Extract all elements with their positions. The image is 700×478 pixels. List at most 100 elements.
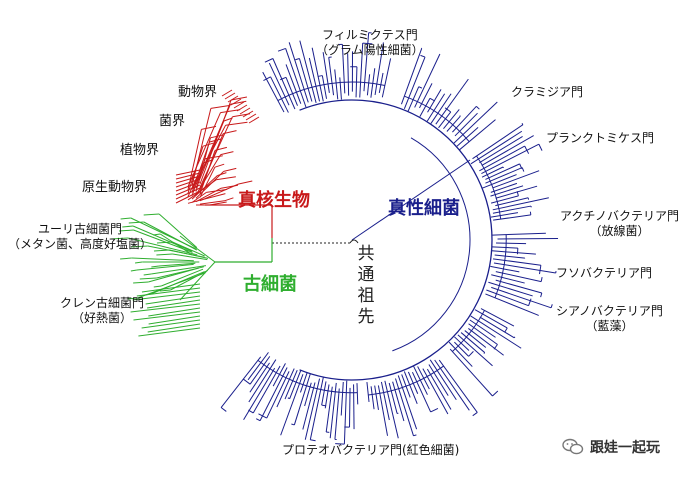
archaea-leaf — [143, 273, 152, 276]
eukarya-leaf — [213, 193, 226, 198]
bacteria-leaf — [308, 57, 321, 102]
bacteria-main-arc — [299, 99, 493, 381]
bacteria-leaf — [472, 412, 478, 417]
archaea-leaf — [139, 277, 157, 280]
bacteria-leaf — [335, 443, 345, 445]
eukarya-leaf — [175, 172, 201, 180]
bacteria-leaf — [395, 378, 414, 436]
archaea-leaf — [151, 265, 160, 268]
bacteria-leaf — [479, 145, 525, 172]
eukarya-leaf — [220, 184, 238, 189]
bacteria-leaf — [366, 74, 371, 96]
archaea-leaf — [138, 327, 201, 337]
bacteria-leaf — [438, 359, 478, 413]
bacteria-cluster-arc — [404, 95, 470, 142]
domain-archaea: 古細菌 — [243, 274, 297, 295]
bacteria-leaf — [420, 54, 426, 58]
bacteria-leaf — [438, 111, 452, 129]
bacteria-leaf — [495, 279, 542, 294]
bacteria-leaf — [359, 43, 364, 98]
bacteria-leaf — [381, 58, 392, 98]
bacteria-leaf — [270, 76, 289, 113]
bacteria-leaf — [277, 47, 286, 52]
eukarya-leaf — [210, 134, 224, 139]
bacteria-leaf — [397, 375, 418, 430]
bacteria-leaf — [380, 381, 390, 421]
bacteria-leaf — [298, 58, 313, 102]
bacteria-leaf — [468, 351, 474, 357]
bacteria-leaf — [485, 167, 523, 184]
bacteria-leaf — [490, 265, 520, 273]
bacteria-leaf — [287, 397, 290, 400]
bacteria-leaf — [347, 53, 350, 96]
eukarya-leaf — [216, 176, 236, 181]
archaea-leaf — [127, 297, 138, 300]
eukarya-leaf — [248, 116, 260, 124]
bacteria-leaf — [485, 293, 539, 316]
bacteria-leaf — [255, 418, 261, 422]
bacteria-leaf — [417, 366, 430, 390]
bacteria-leaf — [321, 404, 327, 407]
bacteria-leaf — [322, 52, 330, 93]
eukarya-leaf — [217, 172, 227, 177]
label-fusobacteria: フソバクテリア門 — [556, 266, 653, 280]
bacteria-leaf — [419, 98, 431, 117]
eukarya-leaf — [191, 191, 207, 203]
bacteria-leaf — [430, 407, 439, 413]
archaea-leaf — [137, 272, 206, 299]
domain-bacteria: 真性細菌 — [388, 198, 460, 219]
eukarya-leaf — [220, 151, 234, 156]
archaea-leaf — [128, 237, 198, 256]
eukarya-leaf — [175, 190, 201, 204]
eukarya-leaf — [209, 138, 222, 143]
bacteria-leaf — [490, 195, 519, 204]
eukarya-leaf — [175, 184, 201, 196]
label-cyanobacteria: シアノバクテリア門 （藍藻） — [556, 304, 663, 333]
bacteria-leaf — [459, 115, 461, 117]
bacteria-leaf — [413, 434, 417, 437]
label-proteobacteria: プロテオバクテリア門(紅色細菌) — [282, 443, 460, 457]
bacteria-leaf — [429, 359, 457, 401]
eukarya-leaf — [236, 104, 248, 112]
bacteria-cluster-arc — [257, 359, 358, 394]
eukarya-leaf — [175, 178, 201, 188]
eukarya-leaf — [195, 154, 222, 196]
bacteria-leaf — [247, 352, 269, 381]
archaea-leaf — [156, 241, 173, 244]
bacteria-leaf — [334, 388, 340, 440]
bacteria-leaf — [453, 101, 498, 144]
label-fungi: 菌界 — [159, 114, 186, 129]
eukarya-leaf — [242, 110, 254, 118]
watermark-text: 跟娃一起玩 — [590, 440, 660, 456]
bacteria-leaf — [249, 362, 270, 393]
bacteria-leaf — [449, 348, 493, 397]
bacteria-leaf — [288, 42, 309, 103]
bacteria-leaf — [400, 48, 423, 105]
bacteria-leaf — [491, 286, 552, 309]
bacteria-leaf — [468, 323, 498, 345]
bacteria-leaf — [280, 76, 287, 81]
bacteria-leaf — [363, 32, 370, 92]
eukarya-leaf — [227, 95, 239, 103]
bacteria-leaf — [276, 368, 295, 408]
bacteria-leaf — [374, 42, 384, 96]
bacteria-leaf — [295, 58, 300, 61]
bacteria-leaf — [366, 382, 370, 402]
bacteria-leaf — [280, 374, 304, 436]
eukarya-leaf — [201, 125, 217, 130]
eukarya-leaf — [175, 169, 201, 176]
eukarya-leaf — [233, 101, 245, 109]
archaea-leaf — [132, 225, 193, 252]
bacteria-leaf — [470, 315, 522, 349]
wechat-icon — [562, 438, 584, 455]
bacteria-leaf — [469, 319, 496, 338]
eukarya-leaf — [199, 200, 225, 205]
bacteria-leaf — [285, 77, 298, 106]
label-chlamydiae: クラミジア門 — [511, 85, 584, 99]
archaea-leaf — [147, 299, 201, 309]
bacteria-leaf — [494, 254, 525, 259]
label-animals: 動物界 — [178, 85, 218, 100]
archaea-leaf — [161, 268, 204, 287]
watermark: 跟娃一起玩 — [562, 437, 660, 457]
